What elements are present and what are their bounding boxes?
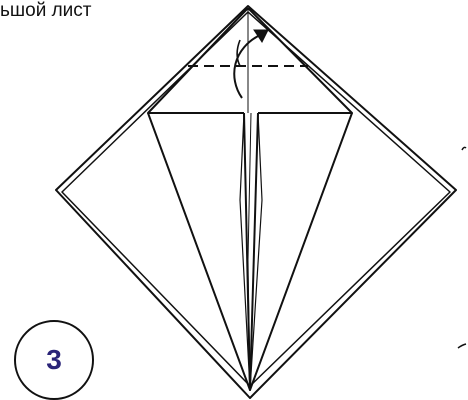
top-flap-left — [148, 8, 248, 113]
top-flap-right — [248, 8, 352, 113]
edge-mark-top — [462, 147, 466, 150]
kite-flap-left — [148, 113, 250, 390]
kite-flap-right — [250, 113, 352, 390]
caption-text: ьшой лист — [0, 0, 92, 22]
step-number-badge: 3 — [14, 320, 94, 400]
edge-mark-bottom — [458, 344, 466, 348]
inner-paper-edge-right — [248, 12, 450, 386]
inner-paper-edge-left — [62, 12, 250, 386]
step-number: 3 — [46, 344, 62, 376]
